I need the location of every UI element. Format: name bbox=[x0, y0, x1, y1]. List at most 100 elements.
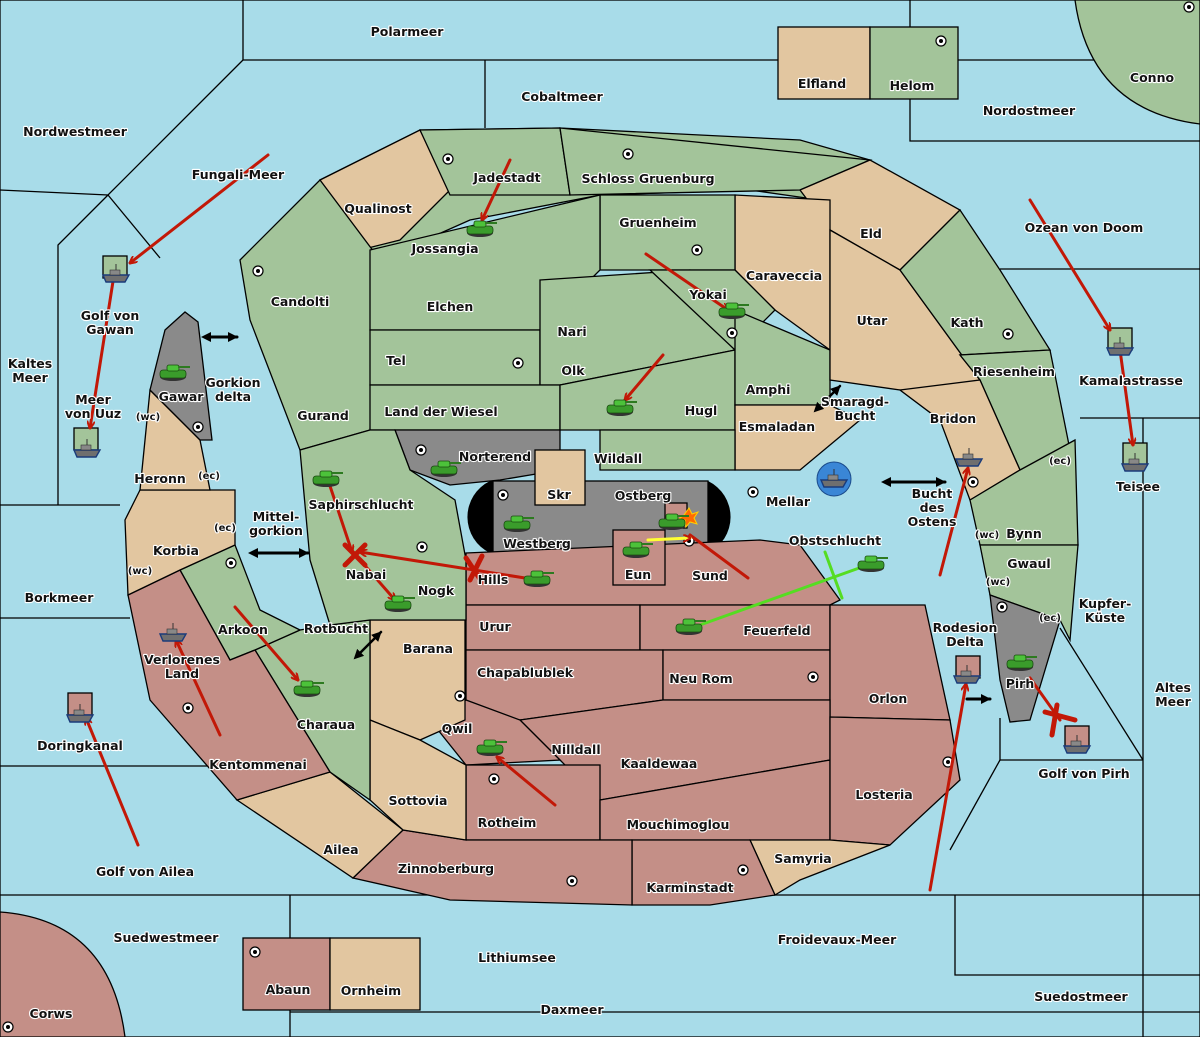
label-esmaladan[interactable]: Esmaladan bbox=[738, 418, 817, 435]
label-nogk[interactable]: Nogk bbox=[417, 582, 456, 599]
label-kath[interactable]: Kath bbox=[949, 314, 984, 331]
label-utar[interactable]: Utar bbox=[856, 312, 890, 329]
label-tel[interactable]: Tel bbox=[385, 352, 407, 369]
label-zinnoberburg[interactable]: Zinnoberburg bbox=[397, 860, 495, 877]
label-mellar[interactable]: Mellar bbox=[765, 493, 812, 510]
label-orlon[interactable]: Orlon bbox=[868, 690, 909, 707]
label-sottovia[interactable]: Sottovia bbox=[387, 792, 448, 809]
label-westberg[interactable]: Westberg bbox=[502, 535, 572, 552]
label-ostberg[interactable]: Ostberg bbox=[614, 487, 673, 504]
label-karminstadt[interactable]: Karminstadt bbox=[645, 879, 734, 896]
label-eun[interactable]: Eun bbox=[624, 566, 653, 583]
label-gruenheim[interactable]: Gruenheim bbox=[618, 214, 698, 231]
move-order bbox=[360, 552, 527, 580]
label-caraveccia[interactable]: Caraveccia bbox=[745, 267, 824, 284]
label-kentommenai[interactable]: Kentommenai bbox=[208, 756, 308, 773]
label-elfland[interactable]: Elfland bbox=[797, 75, 848, 92]
label-gurand[interactable]: Gurand bbox=[296, 407, 350, 424]
label-norterend[interactable]: Norterend bbox=[458, 448, 532, 465]
label-korbia[interactable]: Korbia bbox=[152, 542, 200, 559]
label-losteria[interactable]: Losteria bbox=[854, 786, 914, 803]
label-hugl[interactable]: Hugl bbox=[684, 402, 719, 419]
label-land-der-wiesel[interactable]: Land der Wiesel bbox=[383, 403, 498, 420]
label-charaua[interactable]: Charaua bbox=[296, 716, 357, 733]
label-qualinost[interactable]: Qualinost bbox=[343, 200, 413, 217]
label-urur[interactable]: Urur bbox=[478, 618, 512, 635]
label-bridon[interactable]: Bridon bbox=[929, 410, 978, 427]
label-pirh[interactable]: Pirh bbox=[1005, 675, 1036, 692]
label-ailea[interactable]: Ailea bbox=[322, 841, 359, 858]
label-nordwestmeer[interactable]: Nordwestmeer bbox=[22, 123, 129, 140]
label-suedwestmeer[interactable]: Suedwestmeer bbox=[112, 929, 220, 946]
label-fungali-meer[interactable]: Fungali-Meer bbox=[191, 166, 286, 183]
supply-center-icon bbox=[497, 489, 509, 501]
label-bynn[interactable]: Bynn bbox=[1005, 525, 1043, 542]
label-polarmeer[interactable]: Polarmeer bbox=[370, 23, 446, 40]
label-daxmeer[interactable]: Daxmeer bbox=[539, 1001, 605, 1018]
label-riesenheim[interactable]: Riesenheim bbox=[972, 363, 1056, 380]
supply-center-icon bbox=[252, 265, 264, 277]
label-nabai[interactable]: Nabai bbox=[345, 566, 388, 583]
label-ozean-von-doom[interactable]: Ozean von Doom bbox=[1024, 219, 1145, 236]
label-mittel-gorkion[interactable]: Mittel-gorkion bbox=[248, 508, 304, 539]
label-rotheim[interactable]: Rotheim bbox=[476, 814, 537, 831]
label-barana[interactable]: Barana bbox=[402, 640, 454, 657]
label-samyria[interactable]: Samyria bbox=[773, 850, 833, 867]
label-eld[interactable]: Eld bbox=[859, 225, 883, 242]
label-cobaltmeer[interactable]: Cobaltmeer bbox=[520, 88, 605, 105]
label-sund[interactable]: Sund bbox=[691, 567, 729, 584]
label-jossangia[interactable]: Jossangia bbox=[409, 240, 479, 257]
label-conno[interactable]: Conno bbox=[1129, 69, 1176, 86]
label-doringkanal[interactable]: Doringkanal bbox=[36, 737, 124, 754]
label-schloss-gruenburg[interactable]: Schloss Gruenburg bbox=[580, 170, 715, 187]
label-nilldall[interactable]: Nilldall bbox=[550, 741, 601, 758]
label-candolti[interactable]: Candolti bbox=[270, 293, 331, 310]
label-kamalastrasse[interactable]: Kamalastrasse bbox=[1078, 372, 1184, 389]
label-chapablublek[interactable]: Chapablublek bbox=[476, 664, 575, 681]
label-teisee[interactable]: Teisee bbox=[1115, 478, 1161, 495]
label-gawar[interactable]: Gawar bbox=[157, 388, 205, 405]
label-arkoon[interactable]: Arkoon bbox=[217, 621, 269, 638]
label-yokai[interactable]: Yokai bbox=[687, 286, 728, 303]
label-suedostmeer[interactable]: Suedostmeer bbox=[1033, 988, 1130, 1005]
label-lithiumsee[interactable]: Lithiumsee bbox=[477, 949, 557, 966]
label-nordostmeer[interactable]: Nordostmeer bbox=[982, 102, 1077, 119]
label-skr[interactable]: Skr bbox=[546, 486, 573, 503]
label-olk[interactable]: Olk bbox=[560, 362, 586, 379]
label-wildall[interactable]: Wildall bbox=[593, 450, 644, 467]
label-kaaldewaa[interactable]: Kaaldewaa bbox=[620, 755, 699, 772]
label-obstschlucht[interactable]: Obstschlucht bbox=[788, 532, 882, 549]
label-corws[interactable]: Corws bbox=[28, 1005, 73, 1022]
label-saphirschlucht[interactable]: Saphirschlucht bbox=[307, 496, 414, 513]
label-mouchimoglou[interactable]: Mouchimoglou bbox=[625, 816, 730, 833]
label-qwil[interactable]: Qwil bbox=[441, 720, 474, 737]
label-abaun[interactable]: Abaun bbox=[264, 981, 311, 998]
label-amphi[interactable]: Amphi bbox=[744, 381, 791, 398]
label-kupfer-k-ste[interactable]: Kupfer-Küste bbox=[1078, 595, 1133, 626]
label-golf-von-pirh[interactable]: Golf von Pirh bbox=[1037, 765, 1131, 782]
label-elchen[interactable]: Elchen bbox=[426, 298, 475, 315]
label-golf-von-ailea[interactable]: Golf von Ailea bbox=[95, 863, 195, 880]
label-neu-rom[interactable]: Neu Rom bbox=[668, 670, 734, 687]
label-ornheim[interactable]: Ornheim bbox=[340, 982, 403, 999]
label-feuerfeld[interactable]: Feuerfeld bbox=[742, 622, 811, 639]
label-gwaul[interactable]: Gwaul bbox=[1006, 555, 1052, 572]
label-nari[interactable]: Nari bbox=[556, 323, 588, 340]
label-hills[interactable]: Hills bbox=[477, 571, 510, 588]
label-froidevaux-meer[interactable]: Froidevaux-Meer bbox=[777, 931, 899, 948]
label-borkmeer[interactable]: Borkmeer bbox=[24, 589, 96, 606]
label-jadestadt[interactable]: Jadestadt bbox=[471, 169, 542, 186]
label-heronn[interactable]: Heronn bbox=[133, 470, 187, 487]
label-helom[interactable]: Helom bbox=[888, 77, 935, 94]
label-smaragd-bucht[interactable]: Smaragd-Bucht bbox=[820, 393, 890, 424]
label-rotbucht[interactable]: Rotbucht bbox=[303, 620, 370, 637]
